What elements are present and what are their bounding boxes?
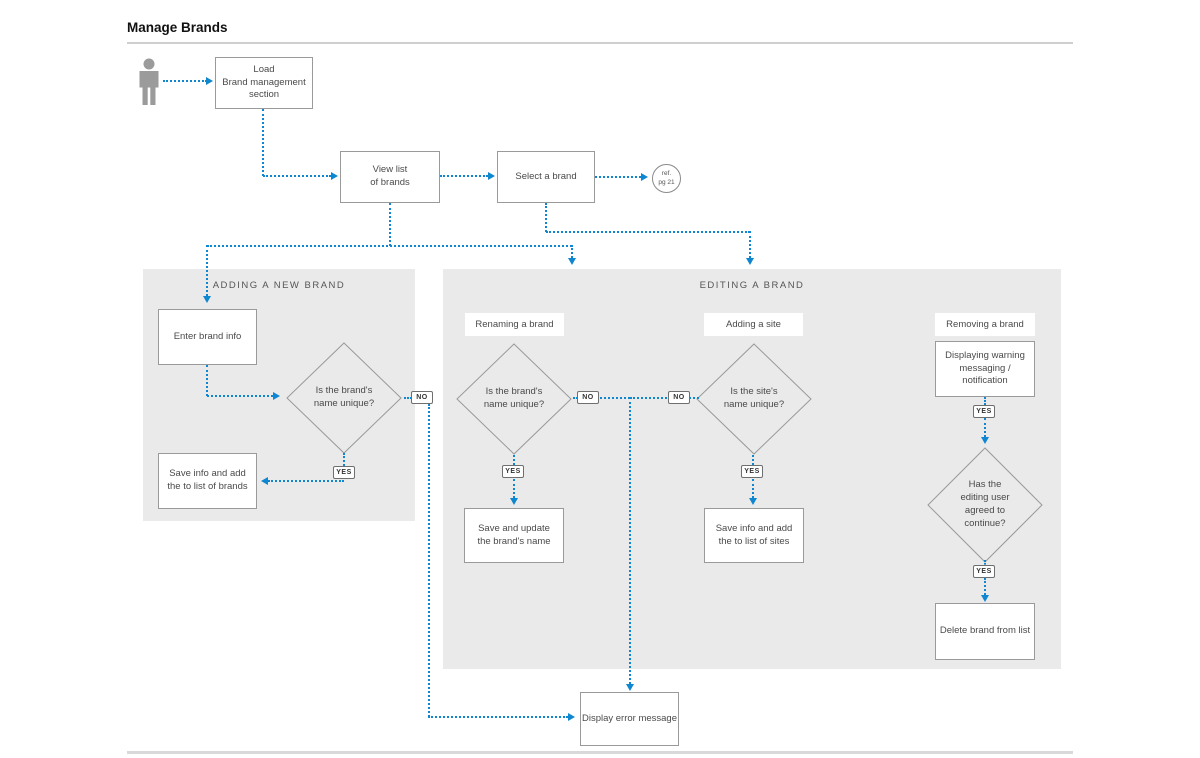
enter-brand-info-node: Enter brand info [158, 309, 257, 365]
arrowhead [203, 296, 211, 303]
user-agreed-question: Has the editing user agreed to continue? [960, 479, 1010, 529]
user-icon [139, 58, 159, 105]
connector-select-down [545, 203, 547, 232]
connector-load-to-viewlist [263, 175, 331, 177]
removing-a-brand-label: Removing a brand [935, 313, 1035, 336]
connector-yes3-down [752, 479, 754, 498]
connector-enterinfo-to-diamond [207, 395, 273, 397]
connector-branch-horizontal [207, 245, 572, 247]
arrowhead [568, 258, 576, 265]
adding-a-site-label: Adding a site [704, 313, 803, 336]
connector-user-to-load [163, 80, 207, 82]
connector-renaming-no [573, 397, 630, 399]
connector-addsite-no [630, 397, 699, 399]
connector-yes5-down [984, 578, 986, 595]
adding-panel-header: ADDING A NEW BRAND [212, 280, 346, 291]
connector-diamond1-yes [343, 453, 345, 466]
brand-name-unique-question: Is the brand's name unique? [313, 385, 375, 409]
no-chip: NO [577, 391, 599, 404]
editing-panel-header: EDITING A BRAND [699, 280, 805, 291]
connector-yes4-down [984, 418, 986, 437]
arrowhead [331, 172, 338, 180]
load-brand-management-node: Load Brand management section [215, 57, 313, 109]
yes-chip: YES [973, 405, 995, 418]
arrowhead [273, 392, 280, 400]
delete-brand-node: Delete brand from list [935, 603, 1035, 660]
arrowhead [261, 477, 268, 485]
site-name-unique-question: Is the site's name unique? [723, 386, 785, 410]
connector-diamond1-no [404, 397, 412, 399]
yes-chip: YES [741, 465, 763, 478]
arrowhead [746, 258, 754, 265]
connector-viewlist-down [389, 203, 391, 246]
connector-no1-down [428, 404, 430, 717]
yes-chip: YES [502, 465, 524, 478]
save-update-brand-name-node: Save and update the brand's name [464, 508, 564, 563]
select-a-brand-node: Select a brand [497, 151, 595, 203]
arrowhead [626, 684, 634, 691]
top-divider [127, 42, 1073, 44]
yes-chip: YES [333, 466, 355, 479]
connector-yes1-to-save [268, 480, 344, 482]
arrowhead [568, 713, 575, 721]
ref-page-node: ref. pg 21 [652, 164, 681, 193]
renaming-unique-question: Is the brand's name unique? [483, 386, 545, 410]
connector-to-editing-panel-right [749, 231, 751, 258]
renaming-unique-diamond [456, 343, 572, 455]
connector-diamond3-yes [752, 455, 754, 465]
connector-yes2-down [513, 479, 515, 498]
connector-diamond4-yes [984, 560, 986, 565]
arrowhead [981, 437, 989, 444]
display-error-message-node: Display error message [580, 692, 679, 746]
arrowhead [206, 77, 213, 85]
connector-select-branch [546, 231, 750, 233]
view-list-of-brands-node: View list of brands [340, 151, 440, 203]
connector-no-to-error [629, 397, 631, 684]
connector-to-editing-panel-left [571, 245, 573, 258]
warning-notification-node: Displaying warning messaging / notificat… [935, 341, 1035, 397]
site-name-unique-diamond [696, 343, 812, 455]
connector-load-down [262, 109, 264, 176]
arrowhead [749, 498, 757, 505]
connector-enterinfo-down [206, 365, 208, 396]
arrowhead [510, 498, 518, 505]
bottom-divider [127, 751, 1073, 754]
save-to-site-list-node: Save info and add the to list of sites [704, 508, 804, 563]
save-to-brand-list-node: Save info and add the to list of brands [158, 453, 257, 509]
yes-chip: YES [973, 565, 995, 578]
renaming-a-brand-label: Renaming a brand [465, 313, 564, 336]
connector-to-adding-panel [206, 245, 208, 296]
arrowhead [488, 172, 495, 180]
connector-select-to-ref [595, 176, 641, 178]
page-title: Manage Brands [127, 20, 228, 35]
no-chip: NO [411, 391, 433, 404]
connector-warning-yes [984, 397, 986, 405]
arrowhead [981, 595, 989, 602]
arrowhead [641, 173, 648, 181]
connector-viewlist-to-select [440, 175, 488, 177]
connector-diamond2-yes [513, 455, 515, 465]
connector-no1-to-error [428, 716, 568, 718]
no-chip: NO [668, 391, 690, 404]
